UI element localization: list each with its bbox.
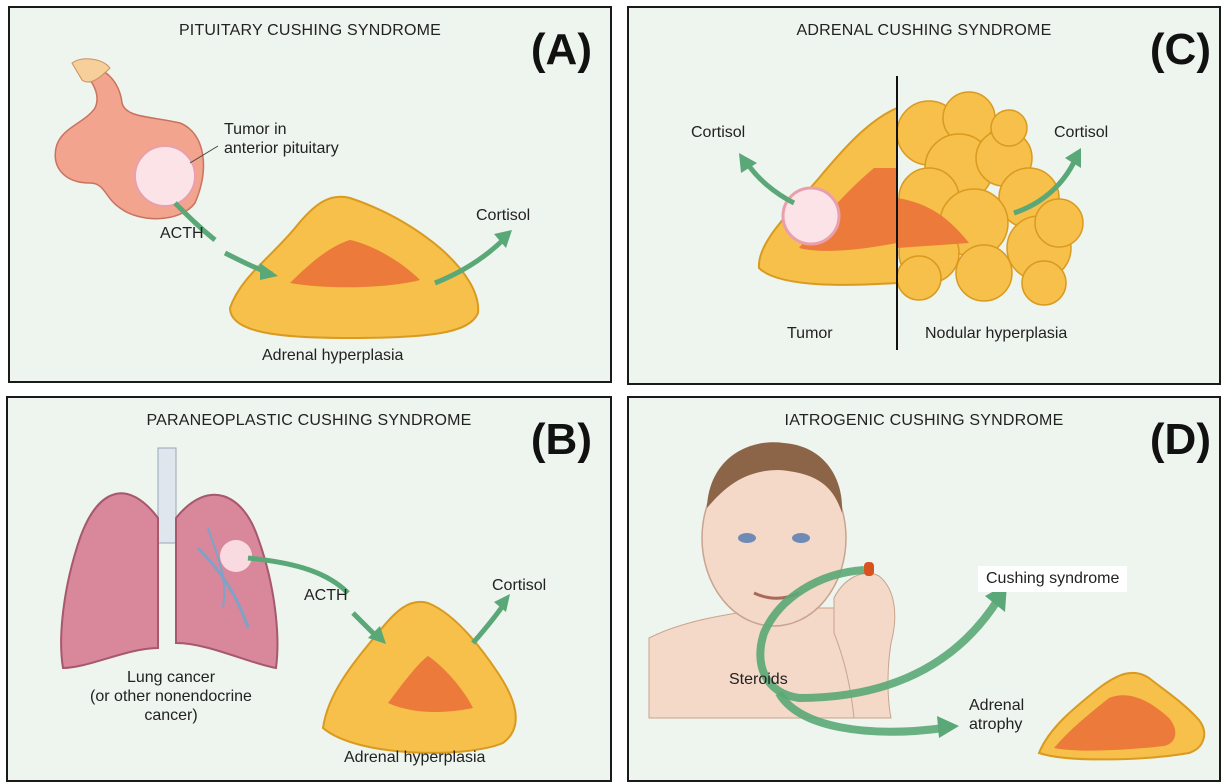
- panel-d-iatrogenic: IATROGENIC CUSHING SYNDROME (D) Cushing …: [627, 396, 1221, 782]
- acth-label: ACTH: [160, 224, 204, 243]
- adrenal-hyperplasia-label: Adrenal hyperplasia: [344, 748, 485, 767]
- nodular-hyperplasia-label: Nodular hyperplasia: [925, 324, 1067, 343]
- patient-illustration: [629, 398, 1221, 782]
- steroids-label: Steroids: [729, 670, 788, 689]
- cushing-syndrome-label: Cushing syndrome: [978, 566, 1127, 592]
- adrenal-hyperplasia-label: Adrenal hyperplasia: [262, 346, 403, 365]
- lung-tumor: [220, 540, 252, 572]
- pituitary-illustration: [10, 8, 612, 383]
- adrenal-hyperplasia-graphic: [230, 197, 478, 338]
- panel-c-adrenal: ADRENAL CUSHING SYNDROME (C) Cortisol Co…: [627, 6, 1221, 385]
- adrenal-atrophy-graphic: [1039, 673, 1204, 760]
- steroid-pill: [864, 562, 874, 576]
- tumor-label: Tumor: [787, 324, 833, 343]
- pituitary-tumor: [135, 146, 195, 206]
- cortisol-left-label: Cortisol: [691, 123, 745, 142]
- cortisol-label: Cortisol: [476, 206, 530, 225]
- acth-label: ACTH: [304, 586, 348, 605]
- trachea: [158, 448, 176, 543]
- adrenal-tumor: [783, 188, 839, 244]
- panel-b-paraneoplastic: PARANEOPLASTIC CUSHING SYNDROME (B) ACTH…: [6, 396, 612, 782]
- cortisol-right-label: Cortisol: [1054, 123, 1108, 142]
- cortisol-label: Cortisol: [492, 576, 546, 595]
- left-lung: [61, 493, 158, 668]
